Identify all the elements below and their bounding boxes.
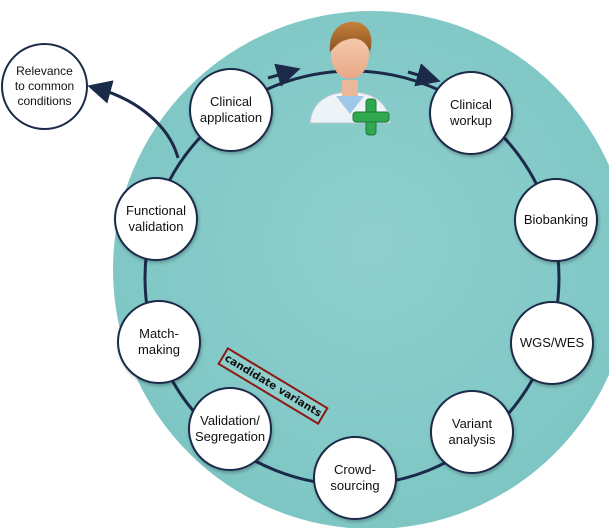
node-relevance-label: Relevance to common conditions [14, 64, 75, 108]
node-relevance-to-common-conditions: Relevance to common conditions [1, 43, 88, 130]
node-match-making: Match- making [117, 300, 201, 384]
node-validation-segregation-label: Validation/ Segregation [194, 413, 266, 444]
node-functional-validation: Functional validation [114, 177, 198, 261]
node-clinical-application-label: Clinical application [199, 94, 263, 125]
cycle-arrow-left [267, 63, 301, 87]
node-match-making-label: Match- making [138, 326, 180, 357]
node-clinical-workup: Clinical workup [429, 71, 513, 155]
node-clinical-workup-label: Clinical workup [450, 97, 492, 128]
node-variant-analysis: Variant analysis [430, 390, 514, 474]
node-biobanking: Biobanking [514, 178, 598, 262]
relevance-arrow [87, 80, 180, 159]
node-wgs-wes: WGS/WES [510, 301, 594, 385]
node-variant-analysis-label: Variant analysis [448, 416, 496, 447]
node-clinical-application: Clinical application [189, 68, 273, 152]
node-functional-validation-label: Functional validation [126, 203, 186, 234]
node-validation-segregation: Validation/ Segregation [188, 387, 272, 471]
node-wgs-wes-label: WGS/WES [519, 335, 585, 350]
node-biobanking-label: Biobanking [523, 212, 589, 227]
doctor-icon [309, 21, 391, 136]
node-crowd-sourcing-label: Crowd- sourcing [330, 462, 380, 493]
cycle-arrow-right [407, 63, 441, 87]
node-crowd-sourcing: Crowd- sourcing [313, 436, 397, 520]
green-plus-icon [352, 98, 390, 136]
